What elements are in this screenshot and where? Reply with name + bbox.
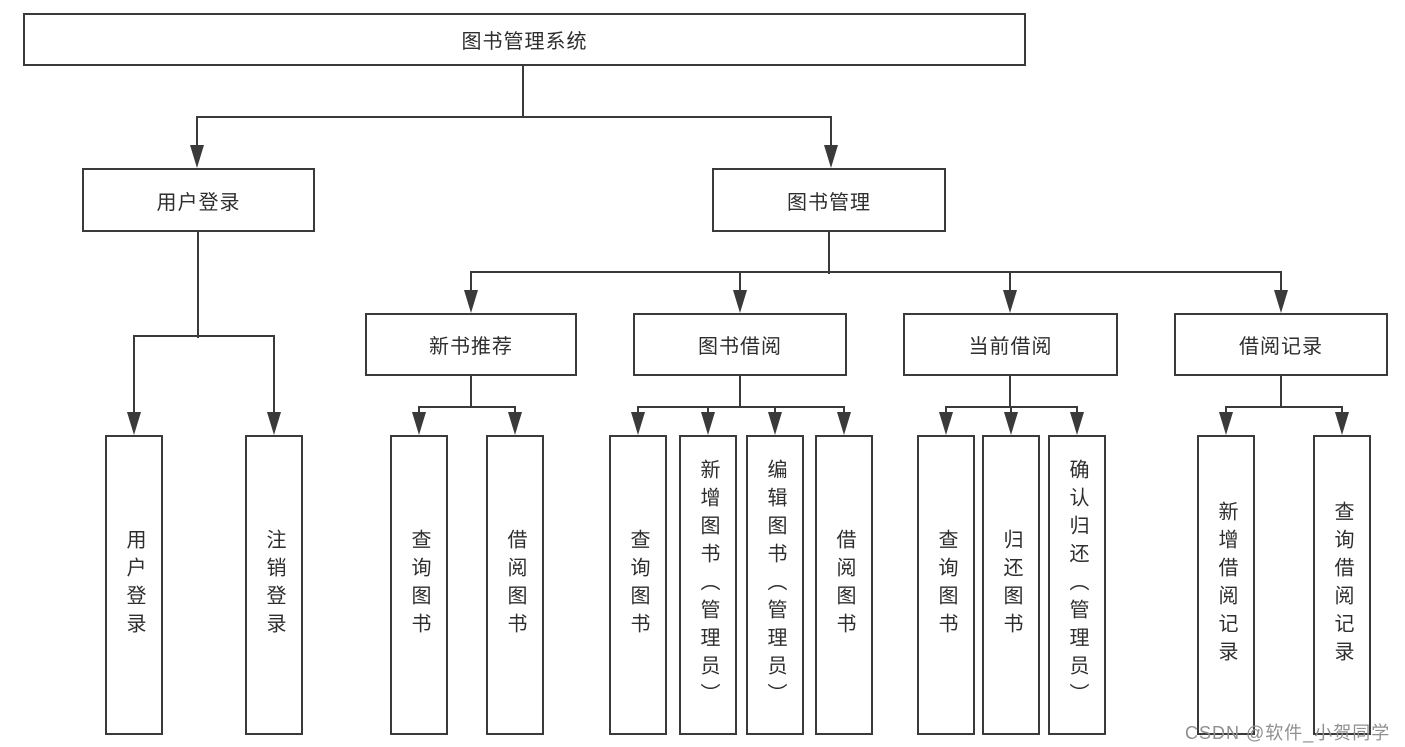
node-library-management-system: 图书管理系统 (23, 13, 1026, 66)
arrow-down-icon (1273, 290, 1288, 313)
connector-line (513, 407, 517, 416)
arrow-down-icon (767, 412, 782, 435)
node-leaf-borrow-book-2: 借阅图书 (815, 435, 873, 735)
connector-line (829, 117, 833, 150)
node-book-borrow: 图书借阅 (633, 313, 847, 376)
node-label: 归还图书 (1000, 529, 1022, 641)
node-label: 借阅记录 (1239, 336, 1323, 358)
arrow-down-icon (1218, 412, 1233, 435)
node-label: 新增图书（管理员） (697, 459, 719, 711)
csdn-watermark: CSDN @软件_小贺同学 (1185, 723, 1391, 743)
node-user-login: 用户登录 (82, 168, 315, 232)
arrow-down-icon (463, 290, 478, 313)
connector-line (636, 407, 640, 416)
node-book-management: 图书管理 (712, 168, 946, 232)
node-leaf-logout: 注销登录 (245, 435, 303, 735)
arrow-down-icon (1334, 412, 1349, 435)
connector-line (1009, 407, 1013, 416)
node-label: 图书借阅 (698, 336, 782, 358)
connector-line (195, 117, 199, 150)
connector-line (196, 232, 200, 338)
node-label: 新增借阅记录 (1215, 501, 1237, 669)
arrow-down-icon (507, 412, 522, 435)
connector-line (827, 232, 831, 274)
connector-line (738, 375, 742, 408)
node-label: 查询图书 (627, 529, 649, 641)
arrow-down-icon (1002, 290, 1017, 313)
connector-line (1075, 407, 1079, 416)
arrow-down-icon (732, 290, 747, 313)
node-borrow-record: 借阅记录 (1174, 313, 1388, 376)
connector-line (272, 336, 276, 416)
connector-line (773, 407, 777, 416)
connector-line (1008, 375, 1012, 408)
connector-line (1008, 272, 1012, 294)
connector-line (469, 375, 473, 408)
node-label: 确认归还（管理员） (1066, 459, 1088, 711)
connector-line (417, 405, 517, 409)
connector-line (706, 407, 710, 416)
arrow-down-icon (836, 412, 851, 435)
connector-line (738, 272, 742, 294)
arrow-down-icon (1069, 412, 1084, 435)
node-label: 借阅图书 (833, 529, 855, 641)
arrow-down-icon (938, 412, 953, 435)
connector-line (1340, 407, 1344, 416)
connector-line (842, 407, 846, 416)
arrow-down-icon (1003, 412, 1018, 435)
arrow-down-icon (266, 412, 281, 435)
node-label: 查询图书 (935, 529, 957, 641)
arrow-down-icon (126, 412, 141, 435)
node-label: 图书管理 (787, 191, 871, 214)
node-label: 查询借阅记录 (1331, 501, 1353, 669)
connector-line (469, 270, 1283, 274)
node-label: 用户登录 (123, 529, 145, 641)
node-label: 当前借阅 (968, 336, 1053, 358)
connector-line (944, 407, 948, 416)
node-leaf-add-borrow-record: 新增借阅记录 (1197, 435, 1255, 735)
connector-line (521, 65, 525, 118)
connector-line (132, 336, 136, 416)
arrow-down-icon (630, 412, 645, 435)
node-leaf-query-book-1: 查询图书 (390, 435, 448, 735)
node-label: 借阅图书 (504, 529, 526, 641)
connector-line (1224, 405, 1344, 409)
node-leaf-query-book-2: 查询图书 (609, 435, 667, 735)
arrow-down-icon (700, 412, 715, 435)
node-leaf-borrow-book-1: 借阅图书 (486, 435, 544, 735)
node-leaf-query-borrow-record: 查询借阅记录 (1313, 435, 1371, 735)
arrow-down-icon (189, 145, 204, 168)
connector-line (1279, 272, 1283, 294)
node-label: 编辑图书（管理员） (764, 459, 786, 711)
node-leaf-query-book-3: 查询图书 (917, 435, 975, 735)
node-current-borrow: 当前借阅 (903, 313, 1118, 376)
node-label: 用户登录 (156, 191, 241, 214)
node-label: 图书管理系统 (461, 31, 588, 53)
node-label: 注销登录 (263, 529, 285, 641)
node-leaf-confirm-return-admin: 确认归还（管理员） (1048, 435, 1106, 735)
connector-line (636, 405, 846, 409)
node-leaf-edit-book-admin: 编辑图书（管理员） (746, 435, 804, 735)
node-leaf-add-book-admin: 新增图书（管理员） (679, 435, 737, 735)
arrow-down-icon (411, 412, 426, 435)
node-new-book-recommend: 新书推荐 (365, 313, 577, 376)
connector-line (195, 115, 833, 119)
node-leaf-user-login: 用户登录 (105, 435, 163, 735)
connector-line (417, 407, 421, 416)
connector-line (132, 334, 276, 338)
node-leaf-return-book: 归还图书 (982, 435, 1040, 735)
node-label: 查询图书 (408, 529, 430, 641)
connector-line (944, 405, 1079, 409)
connector-line (1279, 375, 1283, 408)
connector-line (1224, 407, 1228, 416)
node-label: 新书推荐 (429, 336, 513, 358)
connector-line (469, 272, 473, 294)
arrow-down-icon (823, 145, 838, 168)
